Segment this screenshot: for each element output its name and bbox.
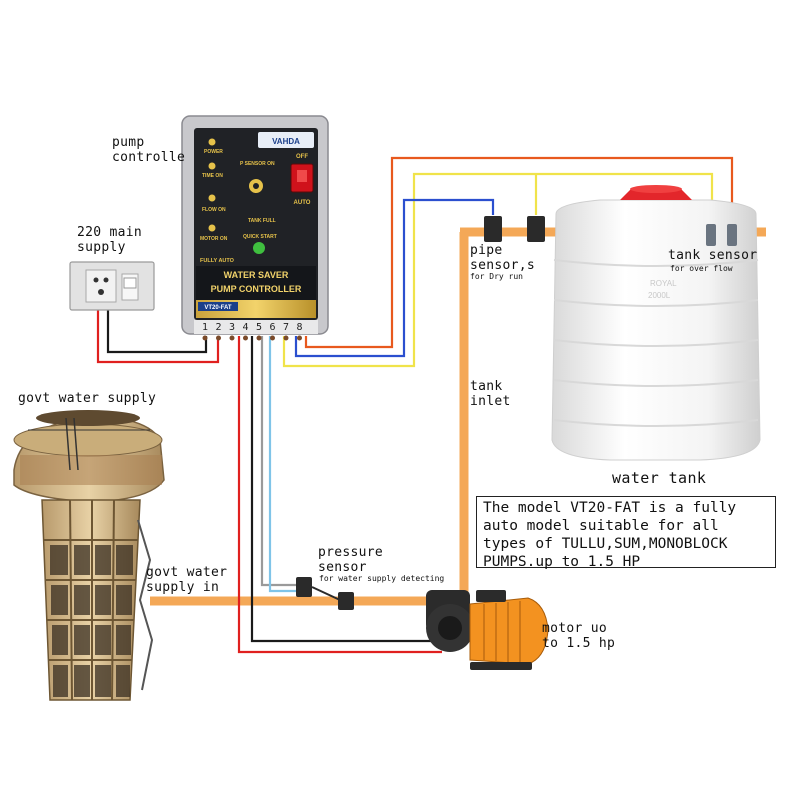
terminal-label-3: 3 [229, 322, 235, 333]
main-supply-switchboard [69, 261, 155, 311]
motor-led-icon [208, 224, 216, 232]
wire-yellow [282, 172, 714, 368]
controller-title-1: WATER SAVER [224, 270, 289, 280]
label-govt-supply-in: govt water supply in [146, 565, 228, 595]
label-power: POWER [204, 149, 223, 155]
wire-main-black [106, 292, 208, 354]
label-water-tank: water tank [612, 469, 707, 487]
pipe-sensor-icons [484, 216, 545, 242]
terminal-label-5: 5 [256, 322, 262, 333]
label-time-on: TIME ON [202, 173, 223, 179]
label-pipe-sensor-sub: for Dry run [470, 272, 523, 281]
wire-pressure-lightblue [268, 336, 298, 593]
water-tower-image [13, 410, 165, 701]
terminal-label-2: 2 [215, 322, 221, 333]
label-tank-sensor: tank sensor [668, 248, 758, 263]
pressure-sensor-icons [296, 577, 354, 610]
terminal-label-6: 6 [269, 322, 275, 333]
wire-orange [304, 156, 734, 349]
water-tank-image: ROYAL 2000L [551, 185, 761, 461]
power-led-icon [208, 138, 216, 146]
quick-start-button [253, 242, 265, 254]
label-govt-water-supply: govt water supply [18, 391, 157, 406]
pressure-sensor-1-icon [296, 577, 312, 597]
controller-title-2: PUMP CONTROLLER [211, 284, 302, 294]
wire-blue [294, 198, 495, 358]
wires [96, 156, 734, 654]
wire-main-red [96, 292, 220, 364]
pump-controller: VAHDA POWER TIME ON FLOW ON MOTOR ON P S… [181, 115, 329, 341]
label-main-supply: 220 main supply [77, 225, 143, 255]
terminal-label-7: 7 [283, 322, 289, 333]
tank-sensor-1-icon [706, 224, 716, 246]
label-off: OFF [296, 154, 308, 160]
terminal-screw-icon [297, 335, 302, 341]
wire-motor-red [237, 336, 442, 654]
label-tank-full: TANK FULL [248, 218, 276, 224]
terminal-screw-icon [283, 335, 289, 341]
terminal-screw-icon [216, 335, 221, 341]
time-led-icon [208, 162, 216, 170]
label-pump-controller: pump controlle [112, 135, 186, 165]
terminal-label-4: 4 [242, 322, 248, 333]
label-motor: motor uo to 1.5 hp [542, 621, 616, 651]
label-tank-inlet: tank inlet [470, 379, 511, 409]
controller-model: VT20-FAT [204, 305, 232, 311]
label-tank-sensor-sub: for over flow [670, 264, 733, 273]
terminal-screw-icon [270, 335, 275, 341]
terminal-screw-icon [202, 335, 208, 341]
label-p-sensor-on: P SENSOR ON [240, 161, 275, 167]
label-pressure-sensor-sub: for water supply detecting [319, 574, 445, 583]
motor-pump-image [426, 590, 549, 670]
tank-sensor-icons [706, 224, 737, 246]
pipe-sensor-1-icon [484, 216, 502, 242]
terminal-screw-icon [256, 335, 262, 341]
tank-capacity: 2000L [648, 291, 671, 300]
wire-pressure-gray [260, 336, 298, 587]
flow-led-icon [208, 194, 216, 202]
label-pipe-sensor: pipe sensor,s [470, 243, 536, 273]
model-note-box: The model VT20-FAT is a fully auto model… [476, 496, 776, 570]
label-auto: AUTO [294, 200, 311, 206]
label-flow-on: FLOW ON [202, 207, 226, 213]
tank-sensor-2-icon [727, 224, 737, 246]
terminal-label-1: 1 [202, 322, 208, 333]
controller-brand: VAHDA [272, 137, 300, 146]
label-motor-on: MOTOR ON [200, 236, 228, 242]
pipe-sensor-2-icon [527, 216, 545, 242]
label-quick-start: QUICK START [243, 234, 277, 240]
wire-motor-black [250, 336, 442, 643]
terminal-label-8: 8 [296, 322, 302, 333]
pressure-sensor-2-icon [338, 592, 354, 610]
terminal-screw-icon [229, 335, 235, 341]
label-pressure-sensor: pressure sensor [318, 545, 384, 575]
tank-brand: ROYAL [650, 279, 677, 288]
label-fully-auto: FULLY AUTO [200, 258, 235, 264]
terminal-screw-icon [243, 335, 248, 341]
